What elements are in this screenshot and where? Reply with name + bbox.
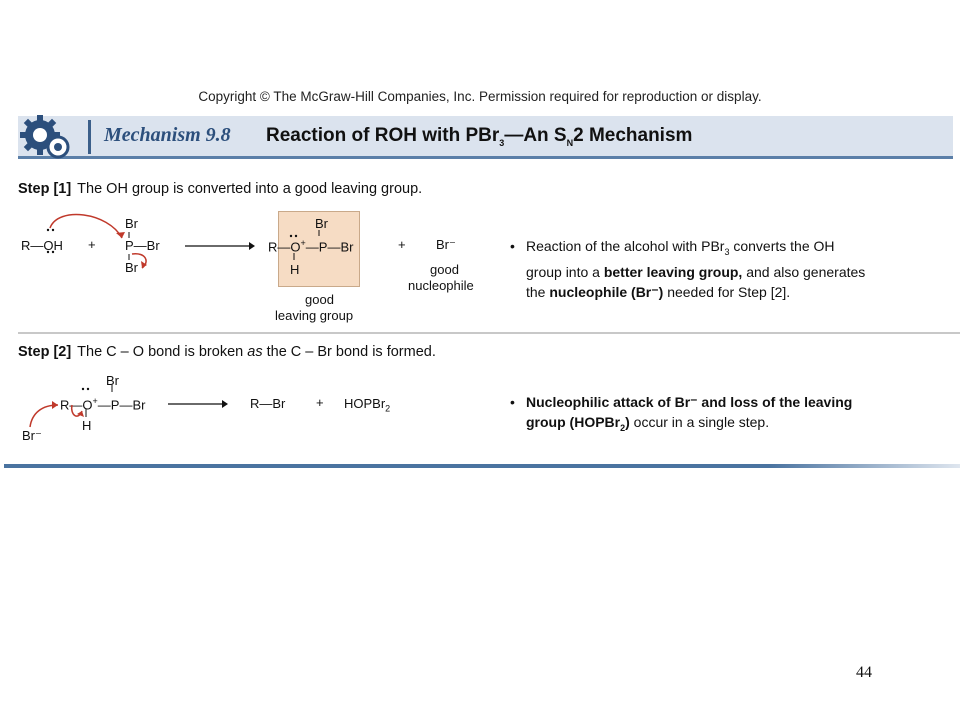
header-divider — [88, 120, 91, 154]
step2-top-br: Br — [106, 373, 119, 388]
header-underline — [18, 156, 953, 159]
mechanism-header — [18, 116, 953, 158]
pbr3-center: P—Br — [125, 238, 160, 253]
bromide-ion: Br⁻ — [436, 237, 456, 252]
gear-icon — [20, 115, 70, 159]
intermediate-bonds — [289, 230, 320, 260]
intermediate-center: R—O+—P—Br — [268, 238, 354, 255]
pbr3-top-br: Br — [125, 216, 138, 231]
step1-curved-arrows — [46, 213, 147, 269]
step2-intermediate: R—O+—P—Br — [60, 396, 146, 413]
intermediate-highlight-box — [278, 211, 360, 287]
page-number: 44 — [856, 664, 872, 681]
reaction-arrow — [185, 242, 255, 250]
mechanism-title: Reaction of ROH with PBr3—An SN2 Mechani… — [266, 125, 693, 148]
good-nucleophile-label-1: good — [430, 262, 459, 277]
good-lg-label-2: leaving group — [275, 308, 354, 323]
intermediate-h: H — [290, 262, 300, 277]
intermediate-top-br: Br — [315, 216, 328, 231]
step2-curved-arrows — [29, 385, 113, 428]
product-alkyl-bromide: R—Br — [250, 396, 286, 411]
figure-bottom-rule — [4, 464, 960, 468]
mechanism-number: Mechanism 9.8 — [104, 124, 231, 146]
plus-sign-3: + — [316, 395, 324, 410]
step2-h: H — [82, 418, 92, 433]
reaction-arrow-2 — [168, 400, 228, 408]
step2-heading: Step [2]The C – O bond is broken as the … — [18, 344, 436, 360]
plus-sign-2: + — [398, 237, 406, 252]
pbr3-bottom-br: Br — [125, 260, 138, 275]
section-separator — [18, 332, 960, 334]
copyright-notice: Copyright © The McGraw-Hill Companies, I… — [198, 89, 762, 104]
step2-bromide: Br⁻ — [22, 428, 42, 443]
good-lg-label-1: good — [305, 292, 334, 307]
step1-heading: Step [1]The OH group is converted into a… — [18, 181, 423, 197]
product-hopbr2: HOPBr2 — [344, 396, 391, 414]
step1-description: •Reaction of the alcohol with PBr3 conve… — [510, 238, 866, 300]
plus-sign: + — [88, 237, 96, 252]
step1-reactant-alcohol: R—OH — [21, 238, 63, 253]
good-nucleophile-label-2: nucleophile — [408, 278, 474, 293]
step2-description: •Nucleophilic attack of Br⁻ and loss of … — [510, 394, 853, 433]
